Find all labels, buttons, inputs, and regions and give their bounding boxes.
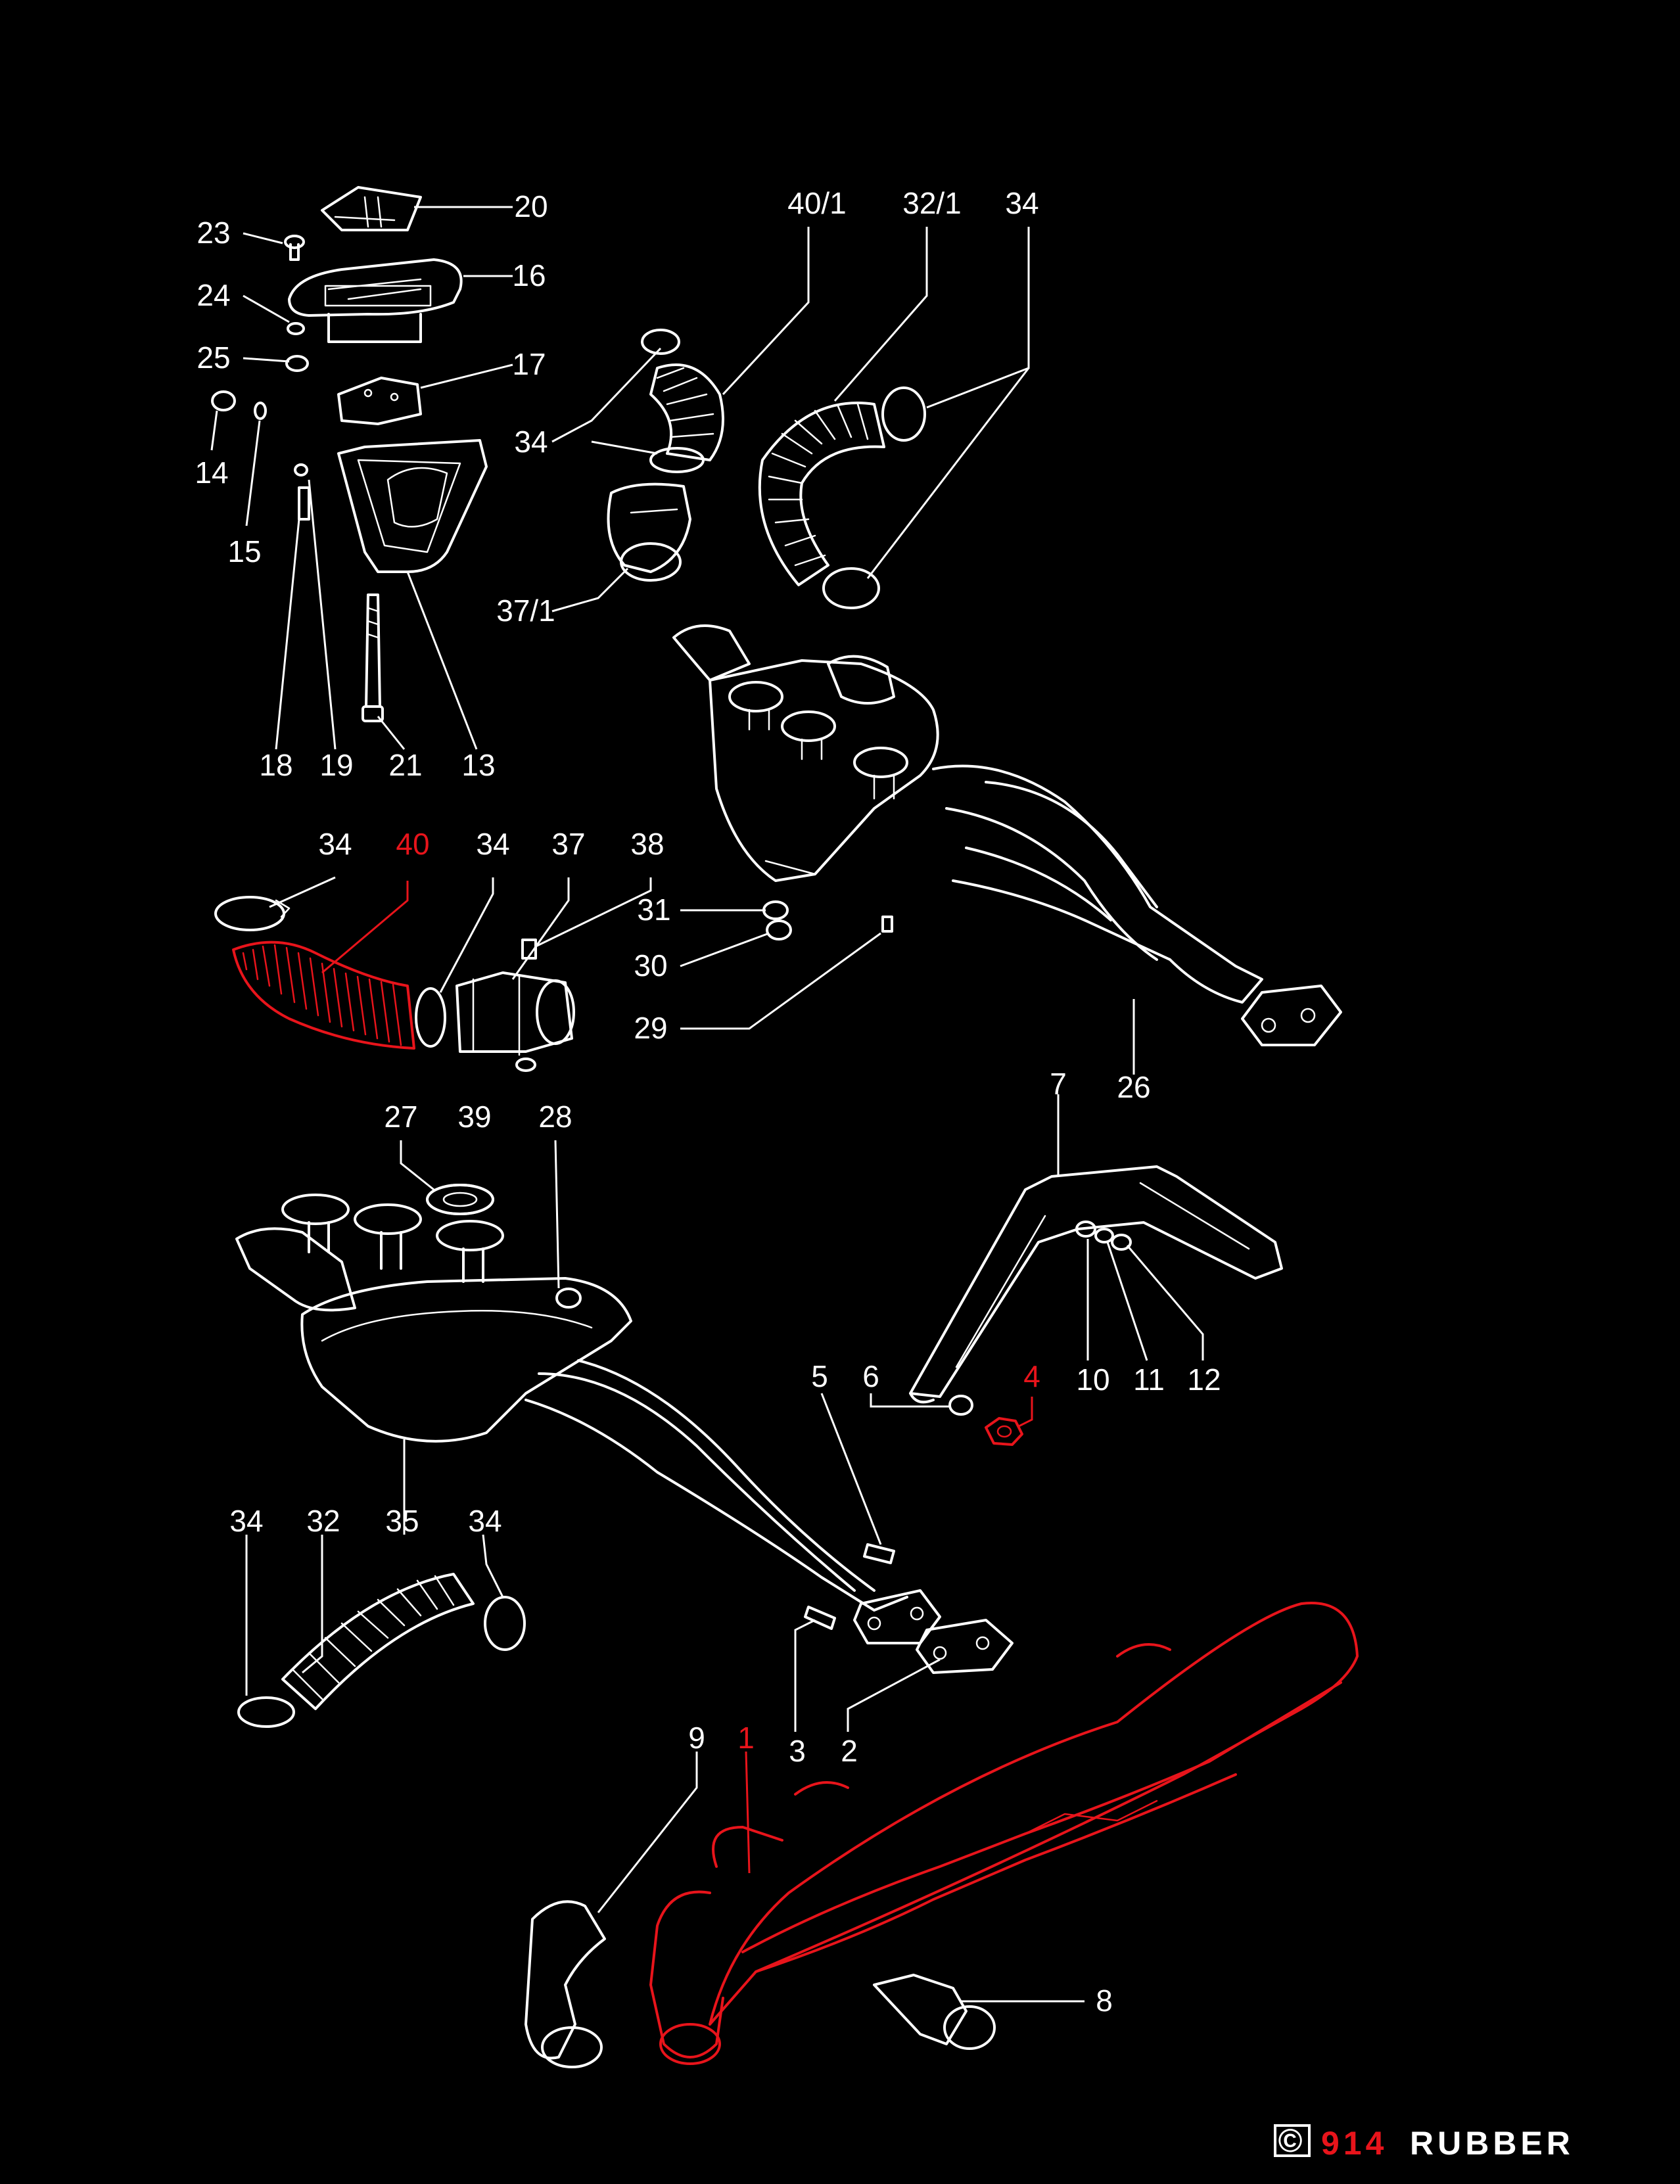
part-5-bolt	[863, 1543, 895, 1564]
part-34-clamp-bottom-b	[484, 1596, 526, 1651]
watermark-914rubber: © 914 RUBBER	[1274, 2122, 1574, 2162]
part-11-washer	[1094, 1228, 1114, 1243]
callout-11: 11	[1133, 1362, 1165, 1397]
part-28-nut	[555, 1288, 582, 1309]
callout-32: 32	[306, 1504, 340, 1538]
callout-31: 31	[637, 893, 670, 927]
part-34-clamp-a	[641, 329, 680, 355]
callout-labels: 20 23 16 24 25 17 14 15 18 19 21 13 40/1…	[195, 186, 1221, 2018]
part-32-1-hose	[758, 402, 885, 586]
part-10-washer	[1075, 1220, 1096, 1238]
watermark-914: 914	[1321, 2125, 1388, 2162]
part-37-housing	[455, 971, 575, 1056]
part-34-clamp-bottom-a	[237, 1696, 295, 1728]
part-14-nut	[211, 390, 236, 411]
part-6-washer	[948, 1395, 973, 1416]
heater-hose-group-top	[607, 329, 926, 609]
callout-14: 14	[195, 455, 228, 490]
callout-21: 21	[388, 748, 422, 782]
callout-35: 35	[385, 1504, 419, 1538]
callout-8: 8	[1096, 1984, 1113, 2018]
part-24-washer	[287, 322, 305, 335]
leader-lines	[210, 206, 1204, 2003]
callout-23: 23	[197, 216, 230, 250]
callout-37: 37	[551, 827, 585, 861]
callout-40: 40	[396, 827, 429, 861]
callout-17: 17	[512, 347, 546, 381]
part-21-bolt	[362, 593, 384, 722]
callout-20: 20	[514, 189, 548, 223]
callout-3: 3	[789, 1734, 806, 1768]
callout-1: 1	[737, 1721, 755, 1755]
callout-34-d: 34	[468, 1504, 502, 1538]
part-34-clamp-d	[822, 567, 880, 609]
callout-13: 13	[461, 748, 495, 782]
part-34-clamp-mid	[415, 987, 446, 1048]
callout-5: 5	[811, 1359, 828, 1393]
part-19-washer	[294, 463, 308, 476]
part-15-washer	[254, 402, 267, 420]
callout-4: 4	[1023, 1359, 1040, 1393]
callout-24: 24	[197, 278, 230, 312]
callout-7: 7	[1050, 1067, 1067, 1101]
part-34-clamp-b	[649, 447, 705, 473]
part-30-nut	[766, 919, 792, 941]
part-18-bolt	[298, 486, 310, 521]
callout-26: 26	[1117, 1070, 1150, 1104]
part-7-bracket	[909, 1165, 1283, 1404]
part-35-heat-exchanger	[235, 1184, 941, 1644]
part-25-nut	[285, 355, 309, 372]
watermark-copyright: ©	[1278, 2122, 1307, 2159]
callout-37-1: 37/1	[496, 593, 555, 628]
watermark-rubber: RUBBER	[1410, 2125, 1574, 2162]
part-40-1-hose	[649, 363, 724, 461]
callout-34-mid: 34	[514, 425, 548, 459]
callout-27: 27	[384, 1100, 417, 1134]
callout-38: 38	[630, 827, 664, 861]
callout-18: 18	[259, 748, 292, 782]
callout-28: 28	[538, 1100, 572, 1134]
part-1-muffler	[649, 1602, 1359, 2065]
callout-19: 19	[319, 748, 353, 782]
part-37-1-housing	[607, 482, 691, 582]
callout-10: 10	[1076, 1362, 1109, 1397]
callout-6: 6	[862, 1359, 879, 1393]
callout-16: 16	[512, 258, 546, 292]
callout-2: 2	[841, 1734, 858, 1768]
part-40-hose	[232, 941, 415, 1050]
part-9-tailpipe	[525, 1900, 606, 2068]
callout-32-1: 32/1	[902, 186, 962, 220]
callout-40-1: 40/1	[787, 186, 847, 220]
part-38-screw	[521, 939, 537, 960]
part-17-plate	[337, 377, 422, 425]
callout-30: 30	[634, 948, 667, 983]
part-2-gasket	[916, 1619, 1014, 1674]
part-27-gasket	[426, 1184, 494, 1215]
part-32-hose	[281, 1573, 475, 1710]
part-34-clamp-c	[881, 386, 926, 442]
callout-39: 39	[457, 1100, 491, 1134]
part-26-heat-exchanger	[672, 624, 1342, 1046]
callout-12: 12	[1187, 1362, 1221, 1397]
part-16-mount	[288, 258, 463, 343]
part-39-nut	[515, 1057, 536, 1072]
part-4-nut	[985, 1417, 1023, 1446]
callout-9: 9	[688, 1721, 705, 1755]
callout-34-top: 34	[1005, 186, 1038, 220]
part-3-bolt	[804, 1606, 836, 1630]
callout-15: 15	[227, 534, 261, 569]
callout-34-c: 34	[229, 1504, 263, 1538]
callout-25: 25	[197, 340, 230, 375]
part-20-bracket	[321, 186, 422, 231]
part-8-tip	[873, 1974, 996, 2050]
part-12-nut	[1111, 1234, 1132, 1251]
callout-34-left: 34	[318, 827, 352, 861]
callout-34-b: 34	[476, 827, 509, 861]
callout-29: 29	[634, 1011, 667, 1045]
part-29-stud	[881, 916, 893, 933]
part-23-bolt	[284, 235, 305, 261]
